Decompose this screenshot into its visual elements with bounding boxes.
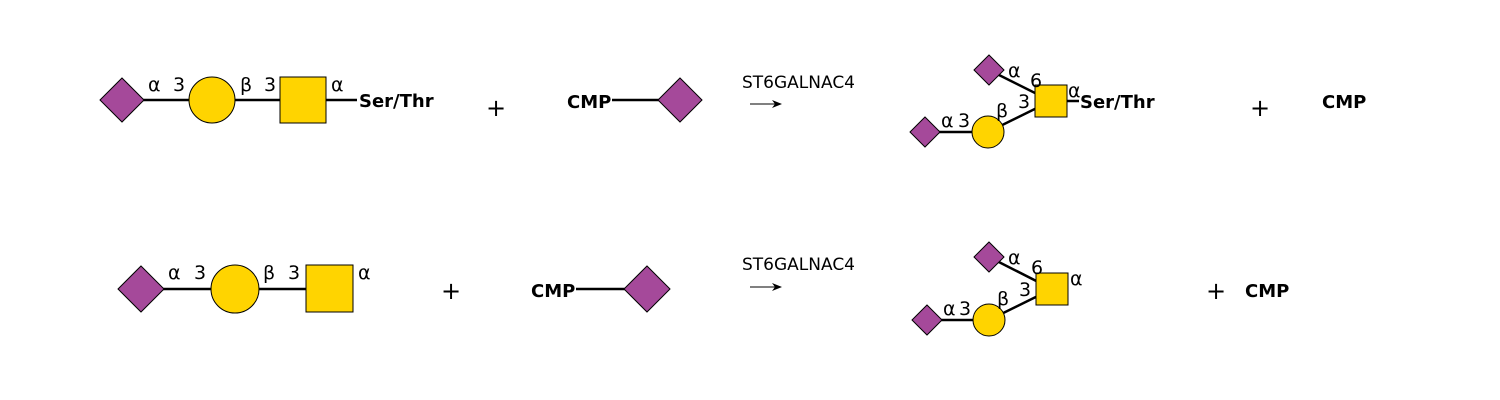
reducing-anomer: α xyxy=(1070,268,1083,290)
linkage-position: 3 xyxy=(1018,91,1030,113)
reducing-anomer: α xyxy=(1068,80,1081,102)
product-glycan: α 6 β 3 α 3 α xyxy=(911,241,1083,337)
linkage-position: 3 xyxy=(958,110,970,132)
substrate-glycan: α 3 β 3 α Ser/Thr xyxy=(99,74,434,124)
reducing-anomer: α xyxy=(331,74,344,96)
cmp-label: CMP xyxy=(531,281,575,302)
reducing-anomer: α xyxy=(358,262,371,284)
plus-sign: + xyxy=(441,277,461,305)
sialic-acid-diamond-icon xyxy=(657,77,703,123)
galactose-circle-icon xyxy=(188,76,236,124)
linkage-anomer: β xyxy=(996,100,1008,122)
sialic-acid-diamond-icon xyxy=(911,304,943,336)
reaction-1: α 3 β 3 α Ser/Thr + CMP ST6GALNAC4 xyxy=(99,54,1366,149)
plus-sign: + xyxy=(486,94,506,122)
reaction-arrow: ST6GALNAC4 xyxy=(742,255,855,291)
enzyme-label: ST6GALNAC4 xyxy=(742,73,855,93)
linkage-anomer: α xyxy=(943,298,956,320)
plus-sign: + xyxy=(1206,277,1226,305)
linkage-position: 3 xyxy=(264,74,276,96)
linkage-position: 3 xyxy=(288,262,300,284)
plus-sign: + xyxy=(1250,94,1270,122)
linkage-anomer: β xyxy=(263,262,275,284)
sialic-acid-diamond-icon xyxy=(623,265,671,313)
galnac-square-icon xyxy=(305,264,354,313)
galactose-circle-icon xyxy=(972,303,1006,337)
aglycone-label: Ser/Thr xyxy=(359,91,434,112)
cmp-label: CMP xyxy=(567,92,611,113)
reaction-arrow: ST6GALNAC4 xyxy=(742,73,855,108)
substrate-glycan: α 3 β 3 α xyxy=(117,262,371,314)
linkage-position: 6 xyxy=(1031,257,1043,279)
cmp-label: CMP xyxy=(1322,92,1366,113)
linkage-position: 6 xyxy=(1030,70,1042,92)
linkage-anomer: β xyxy=(240,74,252,96)
linkage-position: 3 xyxy=(1019,279,1031,301)
sialic-acid-diamond-icon xyxy=(117,265,165,313)
linkage-anomer: α xyxy=(1008,247,1021,269)
galnac-square-icon xyxy=(279,76,327,124)
linkage-anomer: β xyxy=(997,288,1009,310)
sialic-acid-diamond-icon xyxy=(99,77,145,123)
linkage-position: 3 xyxy=(173,74,185,96)
linkage-anomer: α xyxy=(148,74,161,96)
galnac-square-icon xyxy=(1034,84,1068,118)
linkage-position: 3 xyxy=(194,262,206,284)
sialic-acid-diamond-icon xyxy=(973,54,1005,86)
galnac-square-icon xyxy=(1035,272,1069,306)
sialic-acid-diamond-icon xyxy=(973,241,1005,273)
sialic-acid-diamond-icon xyxy=(909,116,941,148)
aglycone-label: Ser/Thr xyxy=(1080,92,1155,113)
enzyme-label: ST6GALNAC4 xyxy=(742,255,855,275)
cmp-label: CMP xyxy=(1245,281,1289,302)
galactose-circle-icon xyxy=(210,264,260,314)
donor: CMP xyxy=(531,265,671,313)
linkage-anomer: α xyxy=(168,262,181,284)
galactose-circle-icon xyxy=(971,115,1005,149)
donor: CMP xyxy=(567,77,703,123)
linkage-anomer: α xyxy=(941,110,954,132)
linkage-anomer: α xyxy=(1008,60,1021,82)
linkage-position: 3 xyxy=(959,298,971,320)
reaction-2: α 3 β 3 α + CMP ST6GALNAC4 α xyxy=(117,241,1289,337)
product-glycan: α 6 β 3 α 3 α Ser/Thr xyxy=(909,54,1155,149)
